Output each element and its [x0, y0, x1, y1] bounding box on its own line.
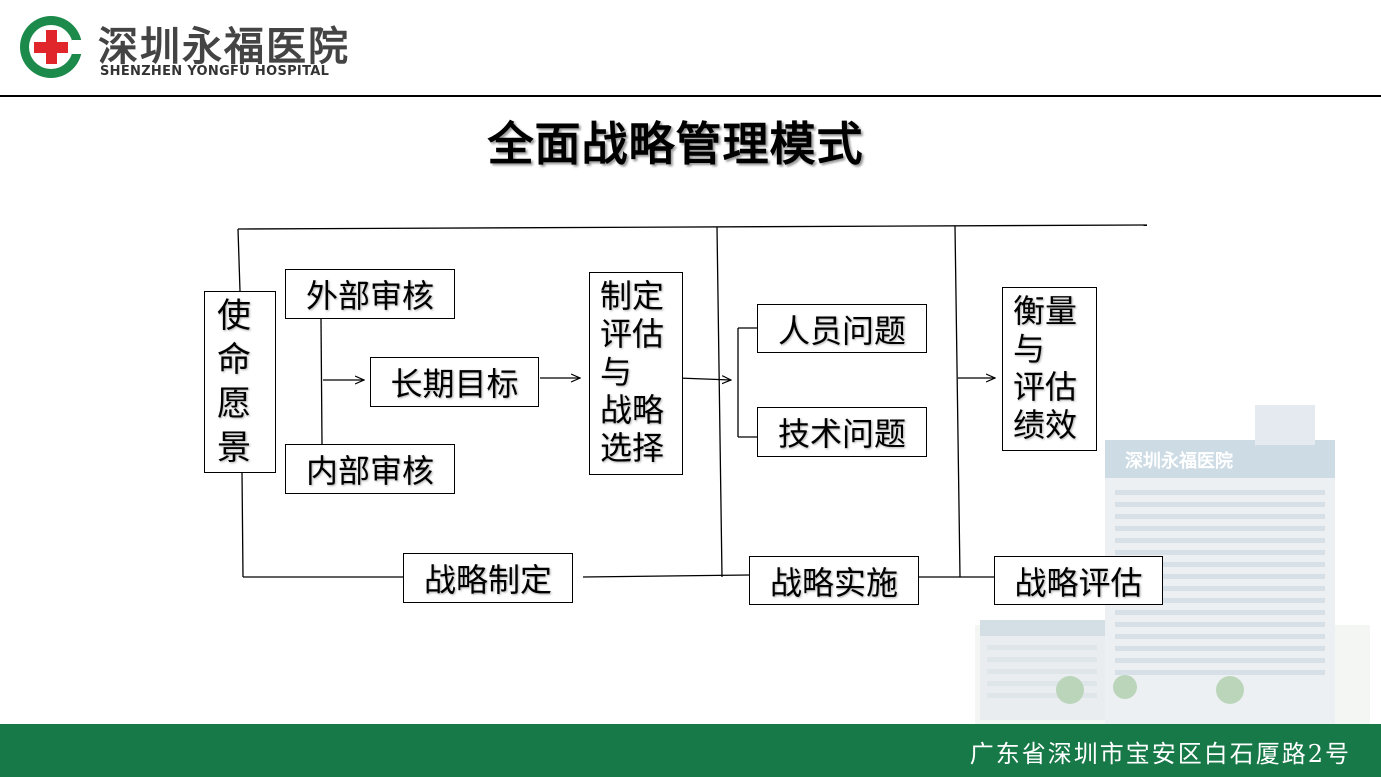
external-audit-box: 外部审核: [285, 269, 455, 319]
people-issue-box: 人员问题: [757, 304, 927, 353]
long-term-goal-box: 长期目标: [370, 357, 539, 407]
formulate-evaluate-select-box: 制定 评估 与 战略 选择: [589, 272, 683, 475]
tech-issue-box: 技术问题: [757, 407, 927, 457]
mission-vision-box: 使 命 愿 景: [204, 291, 276, 473]
strategy-formulation-box: 战略制定: [403, 553, 573, 603]
strategy-implementation-box: 战略实施: [749, 556, 919, 605]
internal-audit-box: 内部审核: [285, 444, 455, 494]
measure-evaluate-performance-box: 衡量 与 评估 绩效: [1002, 287, 1097, 451]
footer-bar: 广东省深圳市宝安区白石厦路2号: [0, 724, 1381, 777]
strategy-evaluation-box: 战略评估: [994, 556, 1163, 605]
footer-address: 广东省深圳市宝安区白石厦路2号: [970, 734, 1351, 769]
